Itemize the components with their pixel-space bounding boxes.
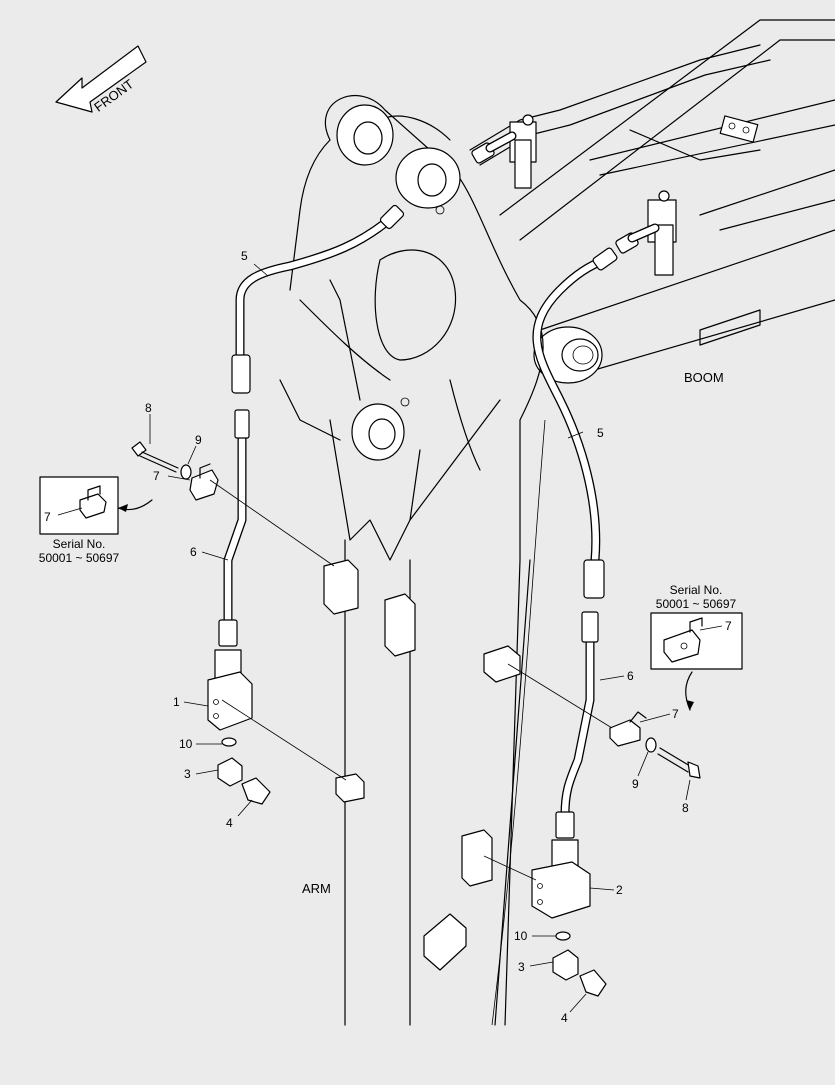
callout-6-right: 6 (627, 669, 634, 683)
callout-1: 1 (173, 695, 180, 709)
arm-structure (279, 94, 546, 1026)
callout-4-right: 4 (561, 1011, 568, 1025)
callout-9-left: 9 (195, 433, 202, 447)
pipe-6-right (555, 611, 599, 839)
washer-9-right (645, 737, 657, 753)
pipe-6-left (218, 409, 250, 647)
washer-9-left (180, 464, 192, 480)
hose-5-left (231, 204, 405, 394)
callout-7-right: 7 (672, 707, 679, 721)
callout-5-left: 5 (241, 249, 248, 263)
inset-right: 7 Serial No. 50001 ~ 50697 (650, 583, 743, 711)
callout-8-right: 8 (682, 801, 689, 815)
elbow-3-right (552, 949, 579, 981)
o-ring-left (221, 737, 237, 747)
front-direction-arrow: FRONT (55, 45, 147, 115)
callout-9-right: 9 (632, 777, 639, 791)
callout-10-left: 10 (179, 737, 193, 751)
clamp-7-right (609, 711, 647, 747)
leader-lines (149, 263, 691, 1013)
inset-left: 7 Serial No. 50001 ~ 50697 (39, 476, 153, 565)
hose-5-right (532, 223, 660, 599)
valve-block-1 (207, 649, 271, 805)
callout-4-left: 4 (226, 816, 233, 830)
inset-right-serial-title: Serial No. (670, 583, 723, 597)
inset-right-serial-range: 50001 ~ 50697 (656, 597, 737, 611)
elbow-3-left (217, 757, 243, 787)
arm-label: ARM (302, 881, 331, 896)
callout-8-left: 8 (145, 401, 152, 415)
valve-block-2 (531, 839, 607, 997)
inset-left-part-number: 7 (44, 510, 51, 524)
bolt-8-left (131, 441, 179, 473)
bolt-8-right (657, 747, 701, 779)
mounting-blocks (323, 559, 521, 971)
inset-left-serial-range: 50001 ~ 50697 (39, 551, 120, 565)
boom-label: BOOM (684, 370, 724, 385)
callout-5-right: 5 (597, 426, 604, 440)
adapter-4-right (579, 969, 607, 997)
callout-numbers: 5 8 9 7 6 1 10 3 4 5 6 7 9 8 2 10 3 4 (145, 249, 689, 1025)
boom-structure (469, 19, 835, 384)
callout-3-right: 3 (518, 960, 525, 974)
callout-3-left: 3 (184, 767, 191, 781)
callout-7-left: 7 (153, 469, 160, 483)
callout-10-right: 10 (514, 929, 528, 943)
callout-2: 2 (616, 883, 623, 897)
clamp-7-left (189, 463, 219, 501)
inset-right-part-number: 7 (725, 619, 732, 633)
inset-left-serial-title: Serial No. (53, 537, 106, 551)
callout-6-left: 6 (190, 545, 197, 559)
o-ring-right (555, 931, 571, 941)
adapter-4-left (241, 777, 271, 805)
